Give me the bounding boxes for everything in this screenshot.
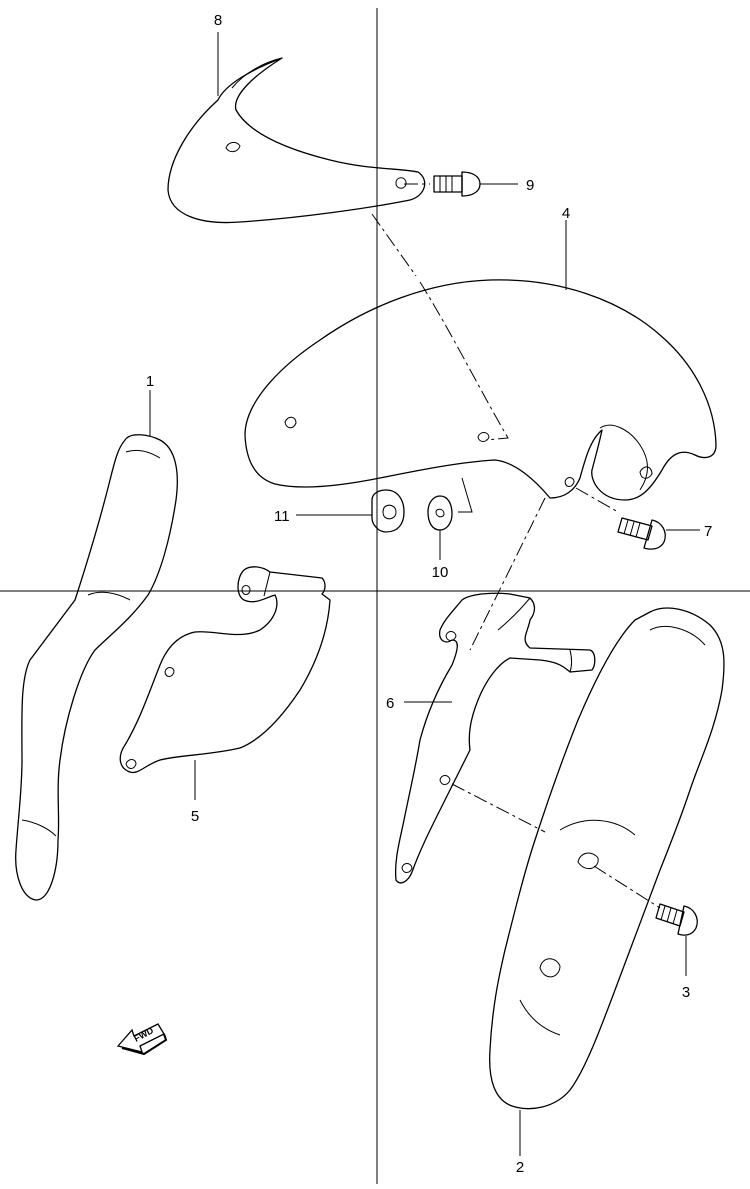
part-9-screw[interactable]: [395, 171, 481, 197]
leader-10-branch: [458, 477, 473, 513]
callout-6: 6: [386, 695, 394, 712]
part-3-screw[interactable]: [655, 903, 698, 936]
part-7-screw[interactable]: [617, 517, 666, 550]
part-5-bracket[interactable]: [119, 566, 331, 774]
alignment-line-fender-screw: [575, 487, 619, 513]
alignment-line-visor: [371, 213, 509, 441]
fwd-arrow-icon: FWD: [116, 1023, 168, 1056]
callout-7: 7: [704, 523, 712, 540]
part-11-nut[interactable]: [371, 489, 405, 533]
callout-3: 3: [682, 984, 690, 1001]
part-6-bracket[interactable]: [394, 592, 596, 884]
part-2-right-cover[interactable]: [489, 607, 725, 1110]
callout-11: 11: [274, 508, 290, 525]
part-10-washer[interactable]: [427, 495, 453, 531]
alignment-line-fender-bracket: [469, 497, 546, 651]
callout-4: 4: [562, 205, 570, 222]
alignment-line-cover-screw: [593, 865, 661, 909]
callout-10: 10: [432, 564, 449, 581]
callout-1: 1: [146, 373, 154, 390]
callout-8: 8: [214, 12, 222, 29]
callout-2: 2: [516, 1159, 524, 1176]
part-4-front-fender[interactable]: [244, 279, 717, 501]
alignment-line-bracket-cover: [451, 783, 546, 833]
part-8-visor[interactable]: [167, 57, 426, 224]
part-1-left-cover[interactable]: [15, 434, 178, 901]
callout-9: 9: [526, 177, 534, 194]
callout-5: 5: [191, 808, 199, 825]
